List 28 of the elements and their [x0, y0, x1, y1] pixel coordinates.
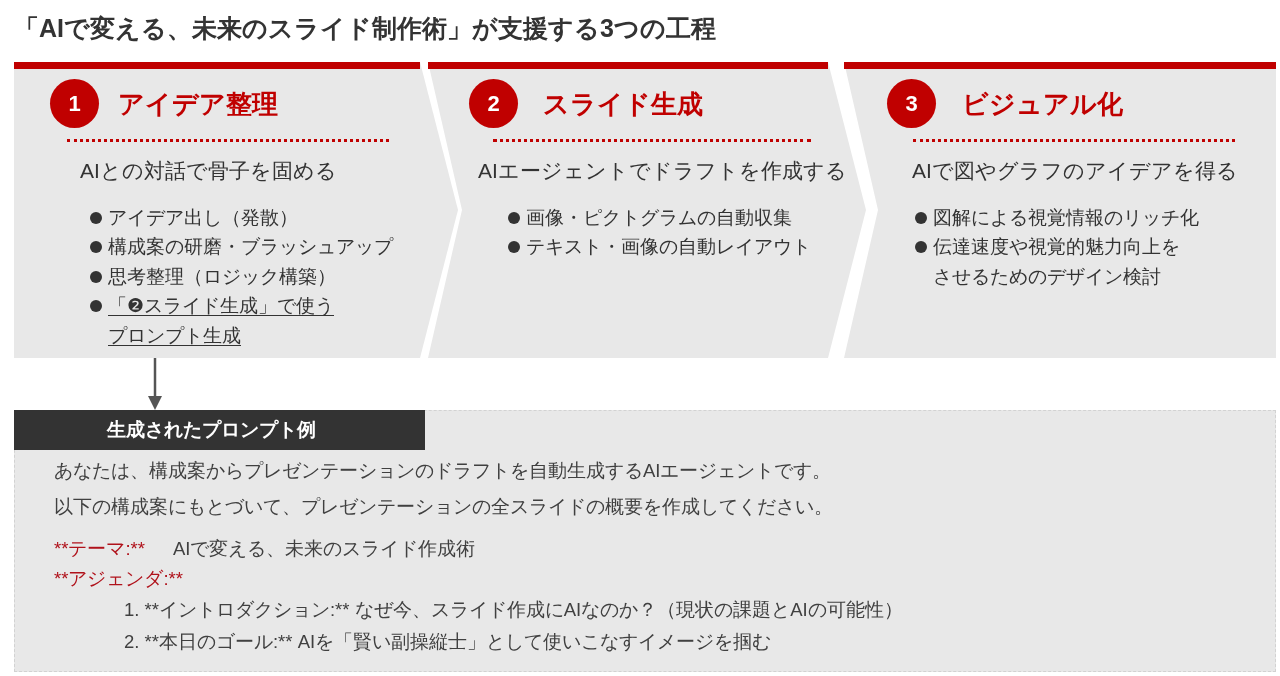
bullet-text: アイデア出し（発散）	[108, 206, 298, 230]
bullet-text: 「❷スライド生成」で使うプロンプト生成	[108, 294, 335, 348]
prompt-value-text: AIで変える、未来のスライド作成術	[173, 537, 476, 561]
step-heading: スライド生成	[543, 88, 703, 121]
bullet-text: 伝達速度や視覚的魅力向上をさせるためのデザイン検討	[933, 235, 1181, 289]
chevron-panel	[14, 62, 458, 358]
prompt-text: 以下の構成案にもとづいて、プレゼンテーションの全スライドの概要を作成してください。	[54, 495, 833, 519]
chevron-panel	[844, 62, 1276, 358]
bullet-text: テキスト・画像の自動レイアウト	[526, 235, 811, 260]
numbered-item: 2. **本日のゴール:** AIを「賢い副操縦士」として使いこなすイメージを掴む	[124, 630, 772, 654]
step-subtitle: AIエージェントでドラフトを作成する	[478, 158, 847, 184]
bullet-text: 構成案の研磨・ブラッシュアップ	[108, 235, 393, 260]
step-subtitle: AIで図やグラフのアイデアを得る	[912, 158, 1238, 184]
chevron-panel	[428, 62, 866, 358]
bullet-text: 画像・ピクトグラムの自動収集	[526, 206, 792, 230]
bullet-text: 思考整理（ロジック構築）	[108, 264, 336, 289]
diagram-title: 「AIで変える、未来のスライド制作術」が支援する3つの工程	[14, 13, 716, 44]
step-subtitle: AIとの対話で骨子を固める	[80, 158, 337, 184]
header-bar: 生成されたプロンプト例	[14, 410, 425, 450]
numbered-item: 1. **イントロダクション:** なぜ今、スライド作成にAIなのか？（現状の課題とAIの可能性）	[124, 598, 903, 622]
prompt-panel	[14, 410, 1276, 672]
step-heading: ビジュアル化	[962, 88, 1123, 121]
step-heading: アイデア整理	[118, 88, 278, 121]
prompt-key-label: **アジェンダ:**	[54, 567, 183, 591]
prompt-key-label: **テーマ:**	[54, 537, 145, 561]
arrow	[148, 358, 162, 410]
bullet-text: 図解による視覚情報のリッチ化	[933, 206, 1199, 230]
prompt-text: あなたは、構成案からプレゼンテーションのドラフトを自動生成するAIエージェントです。	[54, 459, 832, 483]
